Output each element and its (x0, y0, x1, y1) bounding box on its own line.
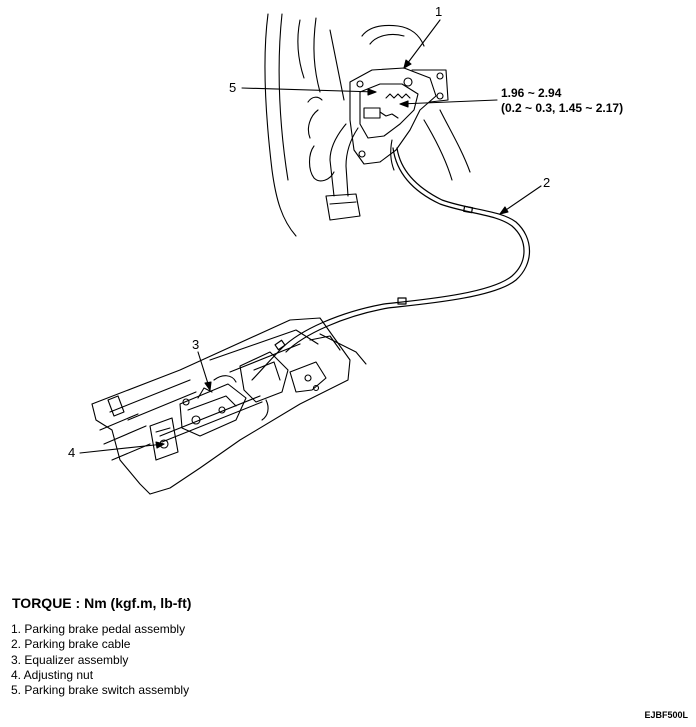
brake-cable-drawing (251, 147, 530, 381)
legend-item: 2. Parking brake cable (11, 637, 131, 652)
legend-item: 1. Parking brake pedal assembly (11, 622, 186, 636)
torque-value: 1.96 ~ 2.94 (501, 86, 562, 100)
figure-code: EJBF500L (644, 710, 688, 720)
equalizer-drawing (91, 317, 367, 495)
callout-1: 1 (435, 4, 443, 19)
legend-item: 5. Parking brake switch assembly (11, 683, 190, 698)
torque-value-conversions: (0.2 ~ 0.3, 1.45 ~ 2.17) (501, 101, 624, 115)
legend-item: 3. Equalizer assembly (11, 652, 129, 667)
callout-2: 2 (543, 175, 551, 190)
leader-lines (79, 19, 542, 454)
parts-legend: 1. Parking brake pedal assembly 2. Parki… (11, 622, 189, 698)
legend-item: 4. Adjusting nut (11, 667, 94, 682)
callout-3: 3 (192, 337, 200, 352)
callout-5: 5 (229, 80, 237, 95)
pedal-assembly-drawing (264, 13, 471, 237)
torque-heading: TORQUE : Nm (kgf.m, lb-ft) (12, 595, 192, 611)
callout-4: 4 (68, 445, 76, 460)
